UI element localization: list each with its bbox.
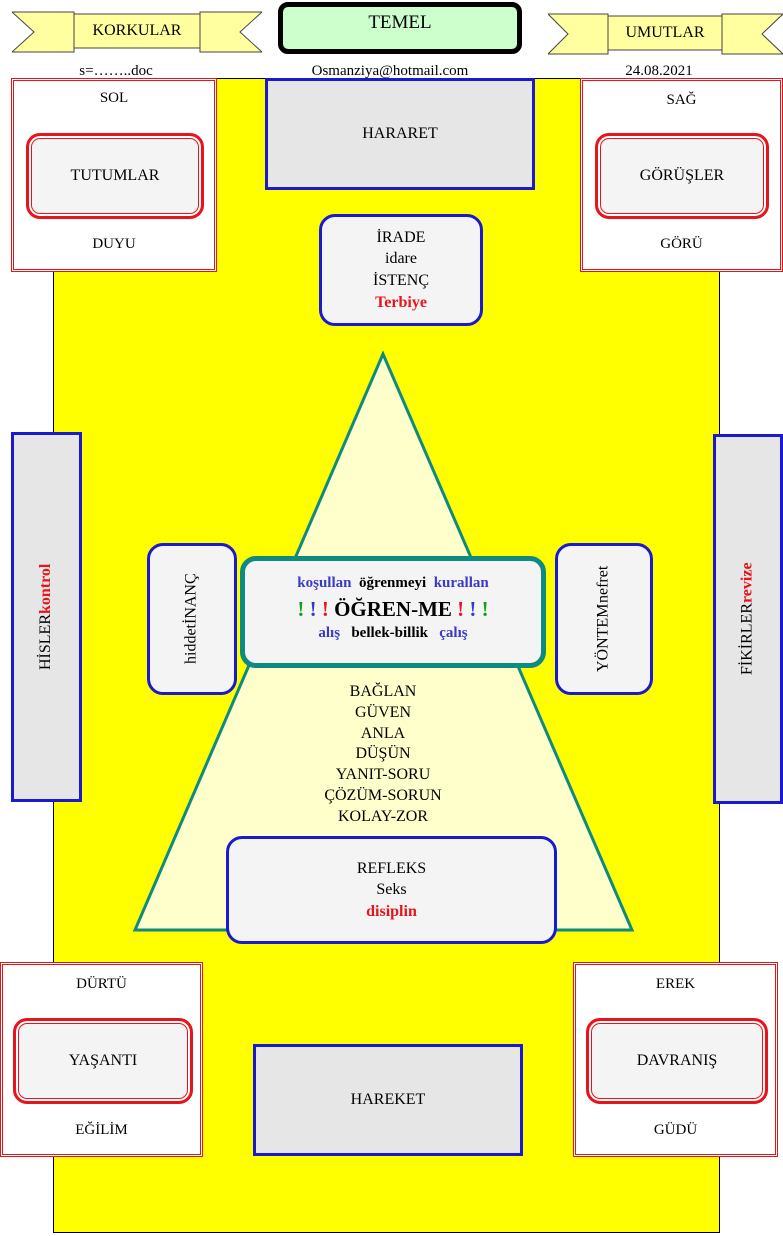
corner-top-label: SAĞ xyxy=(666,92,697,108)
right-banner-label: UMUTLAR xyxy=(625,23,705,41)
triangle-word-list: BAĞLAN GÜVEN ANLA DÜŞÜN YANIT-SORU ÇÖZÜM… xyxy=(283,682,483,828)
right-ribbon-banner xyxy=(548,13,783,55)
center-row1: koşullan öğrenmeyi kurallan xyxy=(245,575,541,592)
page-title: TEMEL xyxy=(278,2,522,54)
center-row3: alış bellek-billik çalış xyxy=(245,625,541,642)
yontem-label: YÖNTEM xyxy=(594,603,612,672)
left-banner-label: KORKULAR xyxy=(92,21,182,39)
calis-label: çalış xyxy=(439,625,468,641)
exclamation-green: ! xyxy=(297,597,305,621)
left-ribbon-banner xyxy=(12,11,262,53)
tutumlar-label: TUTUMLAR xyxy=(70,166,160,184)
list-item: YANIT-SORU xyxy=(335,766,431,784)
refleks-line2: Seks xyxy=(376,881,407,899)
refleks-box: REFLEKS Seks disiplin xyxy=(226,836,557,944)
exclamation-red: ! xyxy=(321,597,329,621)
yasanti-box: YAŞANTI xyxy=(13,1018,193,1104)
fikirler-bar: FİKİRLER revize xyxy=(713,434,783,804)
hararet-label: HARARET xyxy=(362,124,438,142)
list-item: DÜŞÜN xyxy=(355,745,411,763)
hararet-box: HARARET xyxy=(265,78,535,190)
inanc-label: İNANÇ xyxy=(182,573,200,625)
corner-top-label: SOL xyxy=(99,90,129,106)
exclamation-blue: ! xyxy=(309,597,317,621)
alis-label: alış xyxy=(318,625,341,641)
ogren-me-box: koşullan öğrenmeyi kurallan ! ! ! ÖĞREN-… xyxy=(240,556,546,668)
tutumlar-box: TUTUMLAR xyxy=(26,133,204,219)
exclamation-green: ! xyxy=(481,597,489,621)
exclamation-red: ! xyxy=(457,597,465,621)
hareket-label: HAREKET xyxy=(350,1090,426,1108)
corner-box-bottom-left: DÜRTÜ YAŞANTI EĞİLİM xyxy=(0,962,203,1157)
list-item: GÜVEN xyxy=(355,703,411,721)
nefret-label: nefret xyxy=(594,566,612,604)
corner-bottom-label: GÖRÜ xyxy=(660,236,703,252)
yasanti-label: YAŞANTI xyxy=(68,1051,138,1069)
hisler-text: HİSLER kontrol xyxy=(14,435,79,799)
davranis-box: DAVRANIŞ xyxy=(586,1018,768,1104)
corner-box-top-right: SAĞ GÖRÜŞLER GÖRÜ xyxy=(580,78,783,272)
irade-line1: İRADE xyxy=(376,228,426,246)
list-item: BAĞLAN xyxy=(349,683,417,700)
page-title-text: TEMEL xyxy=(368,12,432,33)
exclamation-blue: ! xyxy=(469,597,477,621)
inanc-text: hiddet İNANÇ xyxy=(150,546,234,692)
center-row2: ! ! ! ÖĞREN-ME ! ! ! xyxy=(245,597,541,622)
ogrenmeyi-label: öğrenmeyi xyxy=(358,575,427,591)
fikirler-text: FİKİRLER revize xyxy=(716,437,780,801)
revize-label: revize xyxy=(738,562,756,604)
refleks-line3: disiplin xyxy=(366,902,417,920)
list-item: ANLA xyxy=(360,724,406,742)
kosullan-label: koşullan xyxy=(297,575,352,591)
hisler-bar: HİSLER kontrol xyxy=(11,432,82,802)
list-item: ÇÖZÜM-SORUN xyxy=(324,786,442,804)
irade-line3: İSTENÇ xyxy=(373,272,429,289)
inanc-box: hiddet İNANÇ xyxy=(147,543,237,695)
email-text: Osmanziya@hotmail.com xyxy=(311,63,469,79)
corner-top-label: DÜRTÜ xyxy=(76,976,127,992)
corner-bottom-label: DUYU xyxy=(92,236,136,252)
corner-box-bottom-right: EREK DAVRANIŞ GÜDÜ xyxy=(573,962,778,1157)
ogren-me-label: ÖĞREN-ME xyxy=(334,597,452,621)
kurallan-label: kurallan xyxy=(433,575,489,591)
date-text: 24.08.2021 xyxy=(625,63,693,79)
corner-top-label: EREK xyxy=(655,976,696,992)
corner-bottom-label: GÜDÜ xyxy=(653,1122,698,1138)
gorusler-box: GÖRÜŞLER xyxy=(595,133,769,219)
corner-box-top-left: SOL TUTUMLAR DUYU xyxy=(11,78,217,272)
yontem-text: YÖNTEM nefret xyxy=(558,546,650,692)
refleks-line1: REFLEKS xyxy=(356,859,427,877)
hareket-box: HAREKET xyxy=(253,1044,523,1156)
irade-box: İRADE idare İSTENÇ Terbiye xyxy=(319,214,483,326)
irade-line2: idare xyxy=(385,250,417,268)
kontrol-label: kontrol xyxy=(37,563,55,615)
fikirler-label: FİKİRLER xyxy=(738,603,756,676)
hiddet-label: hiddet xyxy=(182,624,200,665)
irade-line4: Terbiye xyxy=(375,293,427,311)
bellek-billik-label: bellek-billik xyxy=(351,625,429,641)
davranis-label: DAVRANIŞ xyxy=(636,1051,718,1069)
file-note: s=……..doc xyxy=(79,63,153,79)
list-item: KOLAY-ZOR xyxy=(337,807,429,825)
gorusler-label: GÖRÜŞLER xyxy=(639,166,725,184)
corner-bottom-label: EĞİLİM xyxy=(75,1122,128,1138)
hisler-label: HİSLER xyxy=(37,614,55,671)
yontem-box: YÖNTEM nefret xyxy=(555,543,653,695)
